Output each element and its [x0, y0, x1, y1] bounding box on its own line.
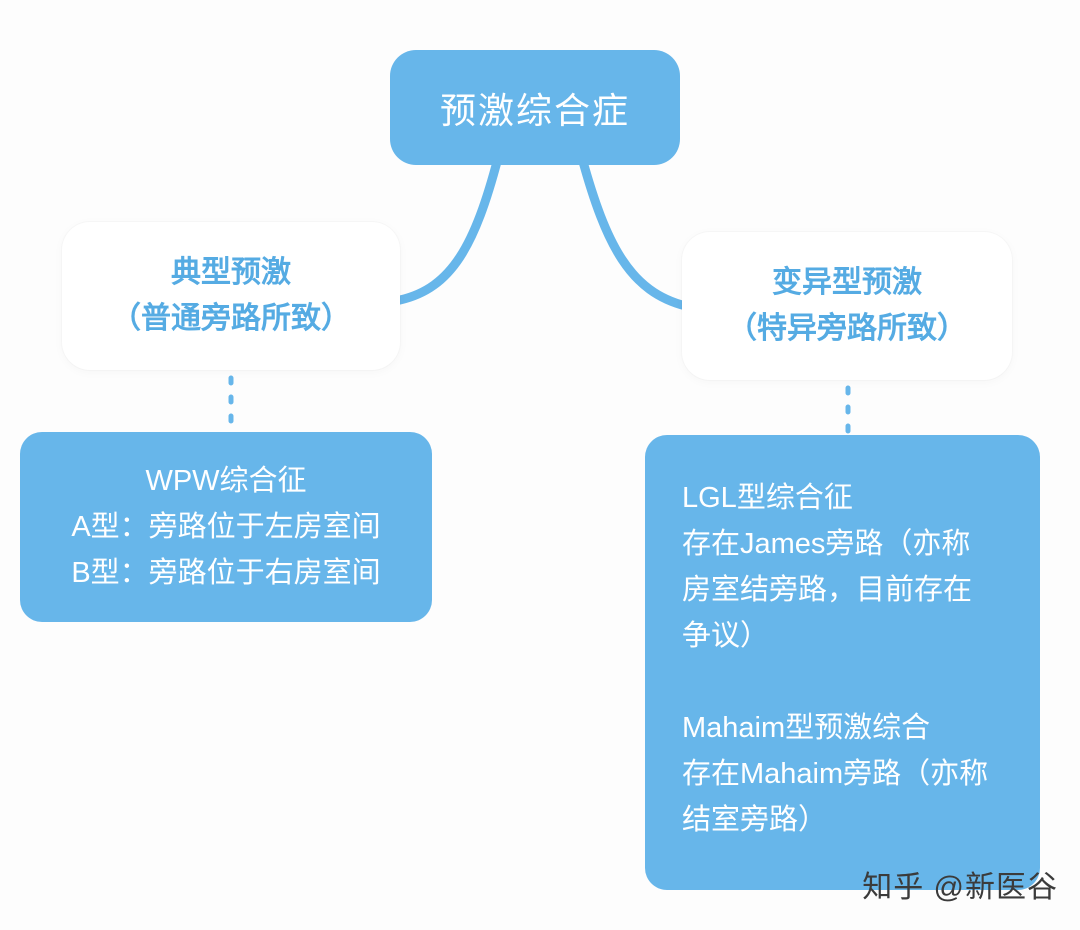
detail-node-wpw-syndrome: WPW综合征 A型：旁路位于左房室间 B型：旁路位于右房室间 — [20, 432, 432, 622]
detail-right-line-4: 争议） — [682, 620, 770, 652]
branch-node-typical-preexcitation: 典型预激 （普通旁路所致） — [62, 222, 400, 370]
connector-root-to-right-curve — [577, 153, 691, 311]
detail-node-lgl-mahaim: LGL型综合征 存在James旁路（亦称 房室结旁路，目前存在 争议） Maha… — [645, 435, 1040, 890]
detail-left-line-3: B型：旁路位于右房室间 — [71, 557, 381, 589]
detail-right-line-2: 存在James旁路（亦称 — [682, 528, 971, 560]
detail-left-line-2: A型：旁路位于左房室间 — [71, 511, 381, 543]
root-node-preexcitation-syndrome: 预激综合症 — [390, 50, 680, 165]
detail-right-line-6: Mahaim型预激综合 — [682, 712, 931, 744]
connector-root-to-left-curve — [395, 153, 503, 305]
detail-left-line-1: WPW综合征 — [145, 465, 307, 497]
branch-right-title-line1: 变异型预激 — [772, 266, 922, 299]
root-node-label: 预激综合症 — [439, 89, 630, 131]
branch-node-variant-preexcitation: 变异型预激 （特异旁路所致） — [682, 232, 1012, 380]
branch-right-title-line2: （特异旁路所致） — [727, 312, 967, 345]
zhihu-watermark: 知乎 @新医谷 — [862, 871, 1058, 904]
detail-right-line-7: 存在Mahaim旁路（亦称 — [682, 758, 989, 790]
detail-right-line-1: LGL型综合征 — [682, 482, 853, 514]
branch-left-title-line2: （普通旁路所致） — [111, 302, 351, 335]
branch-left-title-line1: 典型预激 — [171, 256, 291, 289]
detail-right-line-3: 房室结旁路，目前存在 — [682, 574, 973, 606]
detail-right-line-8: 结室旁路） — [682, 804, 828, 836]
